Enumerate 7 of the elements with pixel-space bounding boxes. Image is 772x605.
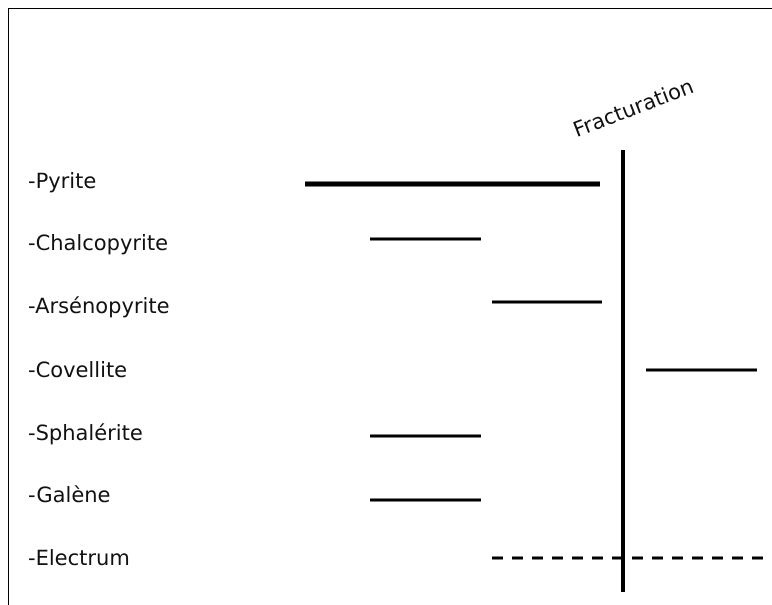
- mineral-name: -Sphalérite: [28, 423, 143, 444]
- mineral-name: -Galène: [28, 485, 110, 506]
- mineral-name: -Electrum: [28, 548, 130, 569]
- mineral-name: -Pyrite: [28, 171, 96, 192]
- mineral-name: -Covellite: [28, 360, 128, 381]
- mineral-name: -Arsénopyrite: [28, 296, 170, 317]
- mineral-name: -Chalcopyrite: [28, 233, 168, 254]
